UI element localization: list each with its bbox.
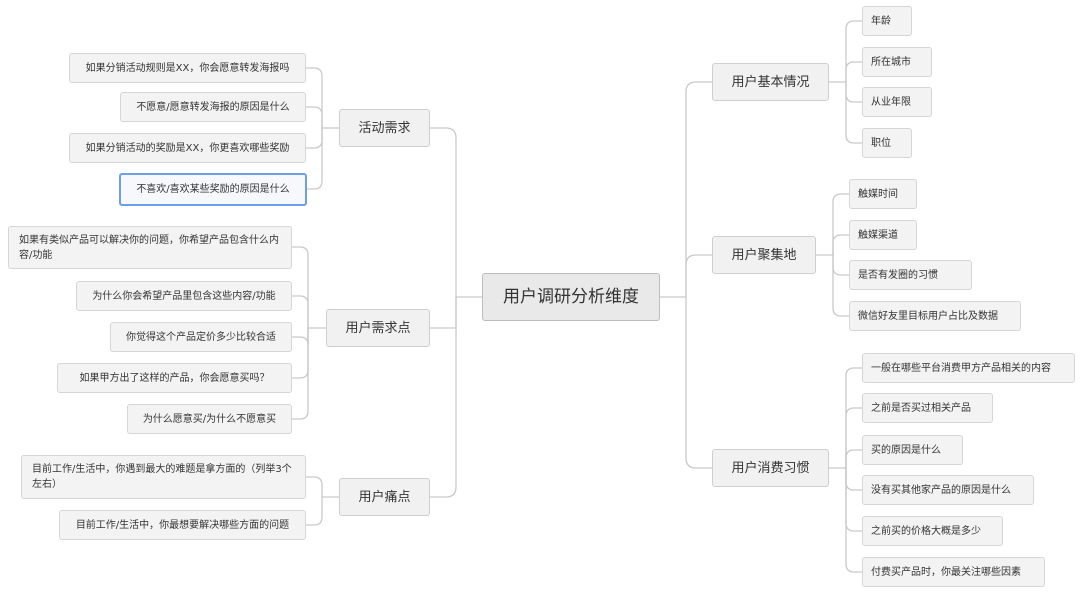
leaf-years-of-work[interactable]: 从业年限: [862, 87, 932, 117]
leaf-bought-before[interactable]: 之前是否买过相关产品: [862, 393, 993, 423]
leaf-city[interactable]: 所在城市: [862, 47, 932, 77]
leaf-problem-to-solve[interactable]: 目前工作/生活中，你最想要解决哪些方面的问题: [59, 510, 306, 540]
branch-activity-needs[interactable]: 活动需求: [339, 109, 430, 147]
leaf-wechat-target-ratio[interactable]: 微信好友里目标用户占比及数据: [849, 301, 1021, 331]
leaf-purchase-factors[interactable]: 付费买产品时，你最关注哪些因素: [862, 557, 1045, 587]
leaf-consume-platforms[interactable]: 一般在哪些平台消费甲方产品相关的内容: [862, 353, 1075, 383]
leaf-position[interactable]: 职位: [862, 128, 912, 158]
leaf-media-channel[interactable]: 触媒渠道: [849, 220, 917, 250]
leaf-willing-to-buy[interactable]: 如果甲方出了这样的产品，你会愿意买吗？: [57, 363, 292, 393]
leaf-distribution-rule[interactable]: 如果分销活动规则是XX，你会愿意转发海报吗: [69, 53, 306, 83]
leaf-previous-price[interactable]: 之前买的价格大概是多少: [862, 516, 1003, 546]
leaf-moments-habit[interactable]: 是否有发圈的习惯: [849, 260, 972, 290]
root-topic[interactable]: 用户调研分析维度: [482, 273, 660, 321]
leaf-age[interactable]: 年龄: [862, 6, 912, 36]
leaf-not-buy-others-reason[interactable]: 没有买其他家产品的原因是什么: [862, 475, 1034, 505]
leaf-why-features[interactable]: 为什么你会希望产品里包含这些内容/功能: [76, 281, 292, 311]
leaf-buy-reason[interactable]: 买的原因是什么: [862, 435, 963, 465]
leaf-biggest-problem[interactable]: 目前工作/生活中，你遇到最大的难题是拿方面的（列举3个左右）: [21, 455, 306, 499]
branch-pain-points[interactable]: 用户痛点: [339, 478, 430, 516]
leaf-desired-features[interactable]: 如果有类似产品可以解决你的问题，你希望产品包含什么内容/功能: [8, 226, 292, 269]
leaf-media-time[interactable]: 触媒时间: [849, 179, 917, 209]
leaf-distribution-reward[interactable]: 如果分销活动的奖励是XX，你更喜欢哪些奖励: [69, 133, 306, 163]
leaf-buy-or-not-reason[interactable]: 为什么愿意买/为什么不愿意买: [127, 404, 292, 434]
leaf-price-expectation[interactable]: 你觉得这个产品定价多少比较合适: [110, 322, 292, 352]
branch-user-gathering[interactable]: 用户聚集地: [712, 236, 816, 274]
leaf-reward-preference-reason[interactable]: 不喜欢/喜欢某些奖励的原因是什么: [119, 173, 307, 206]
branch-user-needs[interactable]: 用户需求点: [326, 309, 430, 347]
branch-consumption-habit[interactable]: 用户消费习惯: [712, 449, 829, 487]
branch-user-basic-info[interactable]: 用户基本情况: [712, 63, 829, 101]
leaf-share-reason[interactable]: 不愿意/愿意转发海报的原因是什么: [120, 92, 306, 122]
